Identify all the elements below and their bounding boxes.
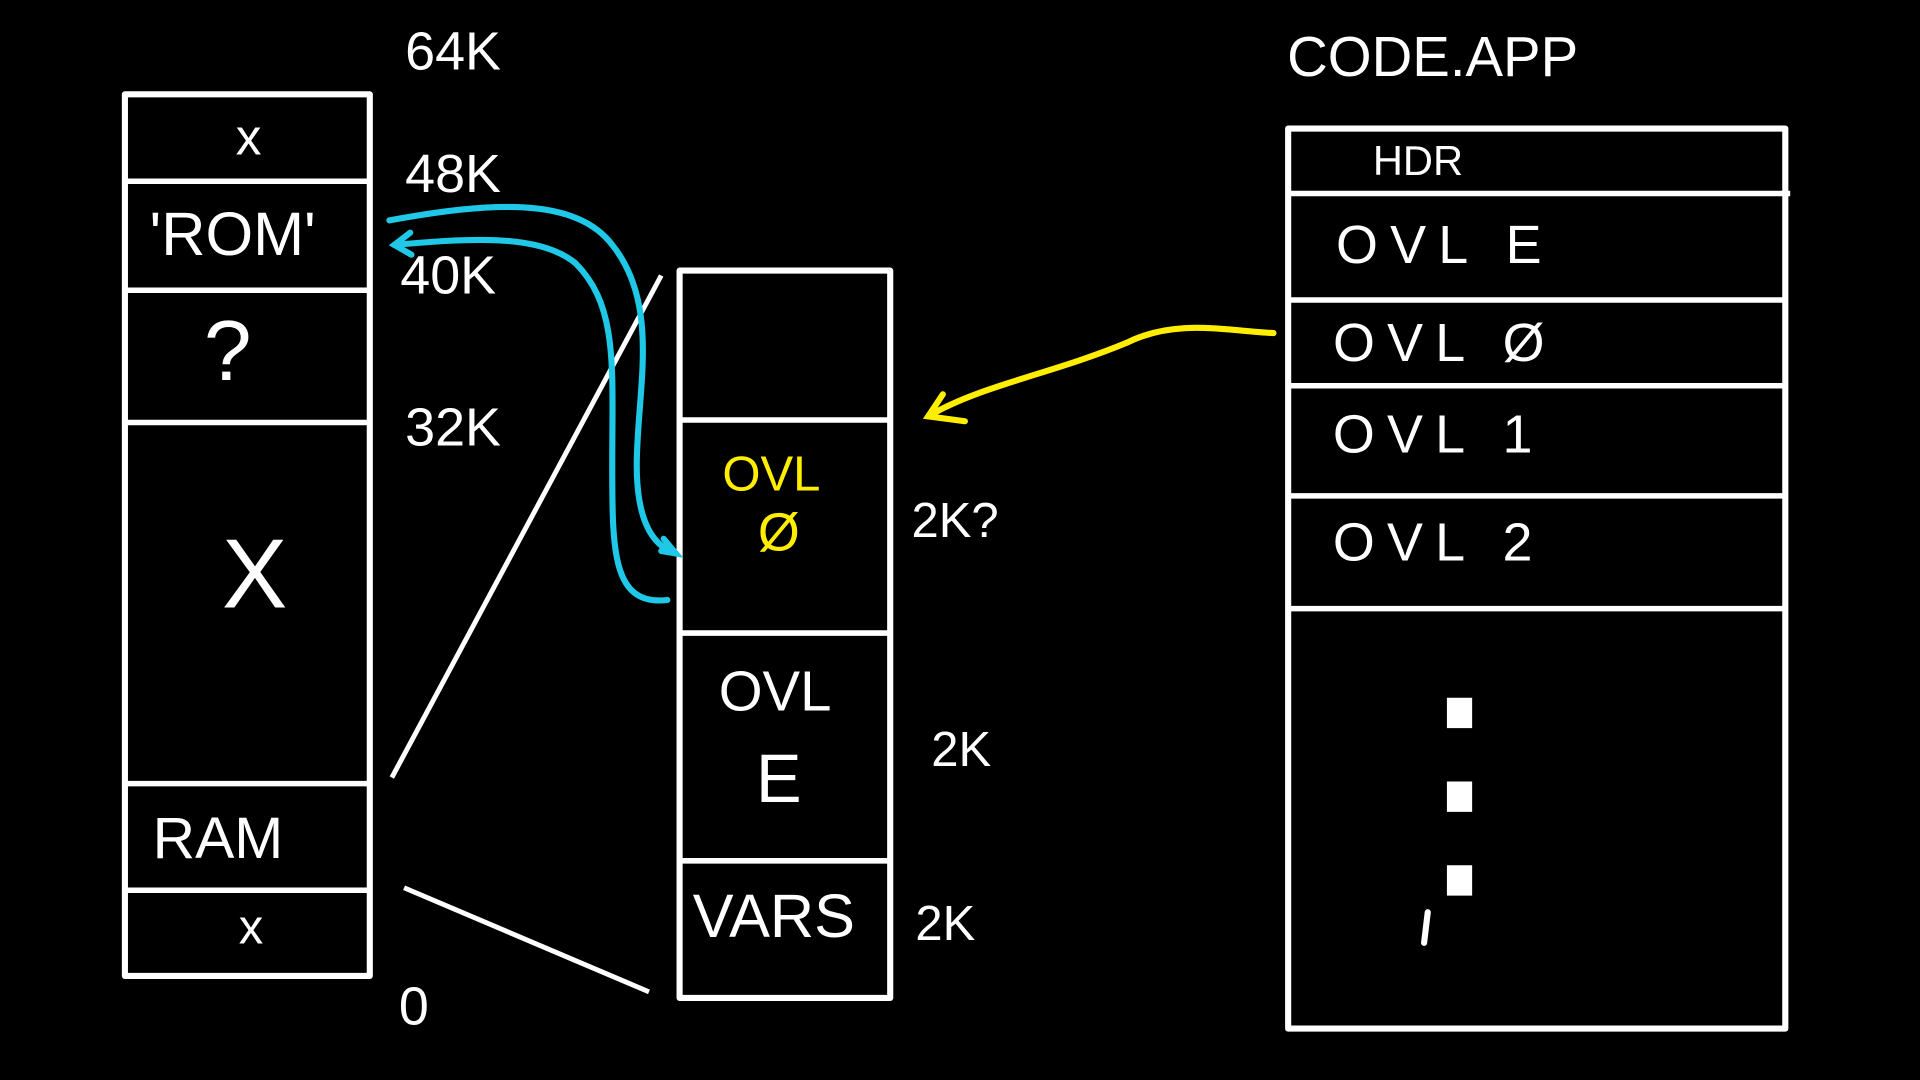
memory-map: x 'ROM' ? X RAM x 64K 48K 40K 32K 0 [121, 21, 501, 1036]
continuation-ellipsis: ⋮ [1337, 651, 1582, 925]
vars-label: VARS [693, 882, 855, 950]
region-unknown: ? [204, 303, 252, 399]
zoom-line-top [389, 274, 664, 779]
region-top-unused: x [236, 107, 262, 165]
section-ovl-1: OVL 1 [1333, 405, 1545, 465]
arrow-head [658, 535, 684, 558]
continuation-mark [1421, 909, 1431, 946]
size-overlay-e: 2K [931, 723, 991, 777]
address-32k: 32K [405, 397, 501, 457]
overlay-slot-label: OVL [722, 447, 820, 501]
region-unavailable: X [222, 519, 287, 629]
memory-map-box [121, 91, 373, 979]
arrow-rom-to-overlay [386, 203, 679, 557]
overlay-area: OVL Ø OVL E VARS 2K? 2K 2K [676, 267, 999, 1002]
cyan-arrows [386, 203, 684, 604]
address-40k: 40K [400, 245, 496, 305]
region-bottom-unused: x [239, 901, 263, 955]
size-vars: 2K [915, 897, 975, 951]
file-title: CODE.APP [1287, 25, 1578, 88]
overlay-e-letter: E [756, 740, 802, 817]
zoom-line-bottom [403, 885, 650, 995]
arrow-overlay-to-rom [391, 236, 671, 604]
region-rom: 'ROM' [150, 200, 316, 268]
arrow-file-to-overlay [925, 324, 1277, 420]
address-64k: 64K [405, 21, 501, 81]
arrow-head [388, 229, 415, 258]
address-48k: 48K [405, 144, 501, 204]
address-0: 0 [399, 976, 429, 1036]
overlay-e-label: OVL [719, 659, 832, 722]
section-ovl-2: OVL 2 [1333, 512, 1545, 572]
arrow-head [922, 391, 968, 425]
yellow-arrow [922, 324, 1277, 425]
code-app-file: CODE.APP HDR OVL E OVL Ø OVL 1 OVL 2 ⋮ [1285, 25, 1791, 1032]
region-ram: RAM [153, 806, 284, 871]
section-ovl-0: OVL Ø [1333, 313, 1557, 373]
overlay-slot-number: Ø [758, 503, 800, 563]
section-hdr: HDR [1373, 137, 1463, 184]
size-overlay-slot: 2K? [912, 494, 999, 548]
file-box [1285, 125, 1789, 1032]
section-ovl-e: OVL E [1336, 215, 1554, 275]
